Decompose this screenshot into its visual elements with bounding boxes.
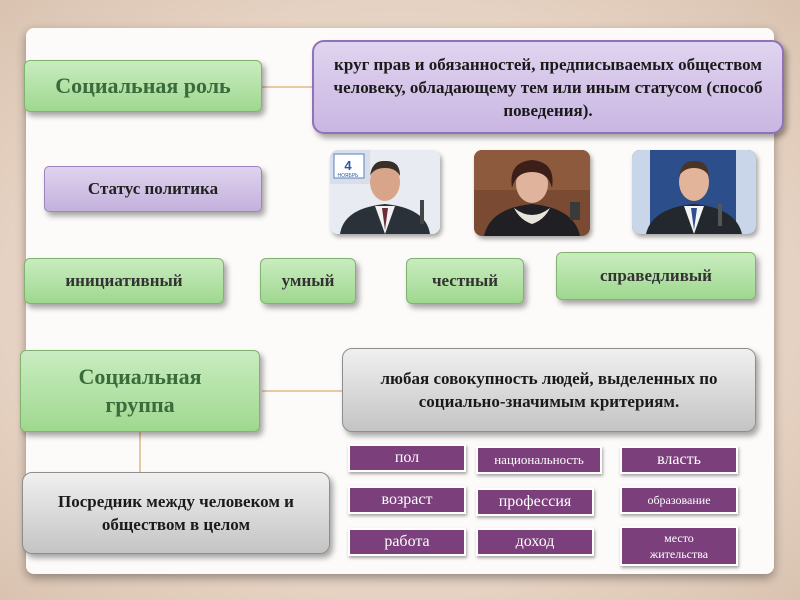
social-role-title: Социальная роль bbox=[24, 60, 262, 112]
criterion-tag: пол bbox=[348, 444, 466, 472]
man-portrait-icon bbox=[632, 150, 756, 234]
social-role-definition-text: круг прав и обязанностей, предписываемых… bbox=[333, 54, 763, 120]
woman-portrait-icon bbox=[474, 150, 590, 236]
photo-badge-caption: НОЯБРЬ bbox=[338, 173, 360, 179]
social-group-definition: любая совокупность людей, выделенных по … bbox=[342, 348, 756, 432]
criterion-text: доход bbox=[515, 533, 555, 550]
criterion-text: работа bbox=[384, 533, 430, 550]
man-portrait-icon: 4 НОЯБРЬ bbox=[330, 150, 440, 234]
criterion-text: национальность bbox=[494, 452, 584, 467]
trait-fair: справедливый bbox=[556, 252, 756, 300]
connector-role bbox=[262, 86, 314, 88]
mediator-text: Посредник между человеком и обществом в … bbox=[58, 492, 294, 534]
trait-text: умный bbox=[281, 271, 335, 290]
connector-mediator bbox=[139, 432, 141, 472]
criterion-text: образование bbox=[647, 492, 711, 507]
politician-photo-1: 4 НОЯБРЬ bbox=[330, 150, 440, 234]
trait-text: инициативный bbox=[65, 271, 183, 290]
criterion-tag: образование bbox=[620, 486, 738, 514]
trait-initiative: инициативный bbox=[24, 258, 224, 304]
social-group-title-text: Социальная группа bbox=[78, 364, 202, 417]
social-group-definition-text: любая совокупность людей, выделенных по … bbox=[380, 369, 718, 411]
criterion-text: место жительства bbox=[649, 531, 709, 561]
photo-badge-number: 4 bbox=[344, 158, 352, 173]
politician-photo-2 bbox=[474, 150, 590, 236]
politician-photo-3 bbox=[632, 150, 756, 234]
trait-text: честный bbox=[431, 271, 499, 290]
criterion-tag: возраст bbox=[348, 486, 466, 514]
trait-honest: честный bbox=[406, 258, 524, 304]
criterion-tag: национальность bbox=[476, 446, 602, 474]
social-role-title-text: Социальная роль bbox=[55, 73, 231, 98]
criterion-tag: доход bbox=[476, 528, 594, 556]
criterion-text: профессия bbox=[498, 493, 572, 510]
politician-status-label: Статус политика bbox=[44, 166, 262, 212]
politician-status-text: Статус политика bbox=[87, 179, 219, 198]
trait-text: справедливый bbox=[600, 266, 712, 285]
criterion-text: пол bbox=[394, 449, 420, 466]
criterion-text: власть bbox=[657, 451, 701, 468]
connector-group bbox=[262, 390, 342, 392]
criterion-tag: работа bbox=[348, 528, 466, 556]
trait-smart: умный bbox=[260, 258, 356, 304]
social-group-title: Социальная группа bbox=[20, 350, 260, 432]
criterion-tag: место жительства bbox=[620, 526, 738, 566]
criterion-text: возраст bbox=[381, 491, 433, 508]
mediator-box: Посредник между человеком и обществом в … bbox=[22, 472, 330, 554]
criterion-tag: власть bbox=[620, 446, 738, 474]
criterion-tag: профессия bbox=[476, 488, 594, 516]
social-role-definition: круг прав и обязанностей, предписываемых… bbox=[312, 40, 784, 134]
